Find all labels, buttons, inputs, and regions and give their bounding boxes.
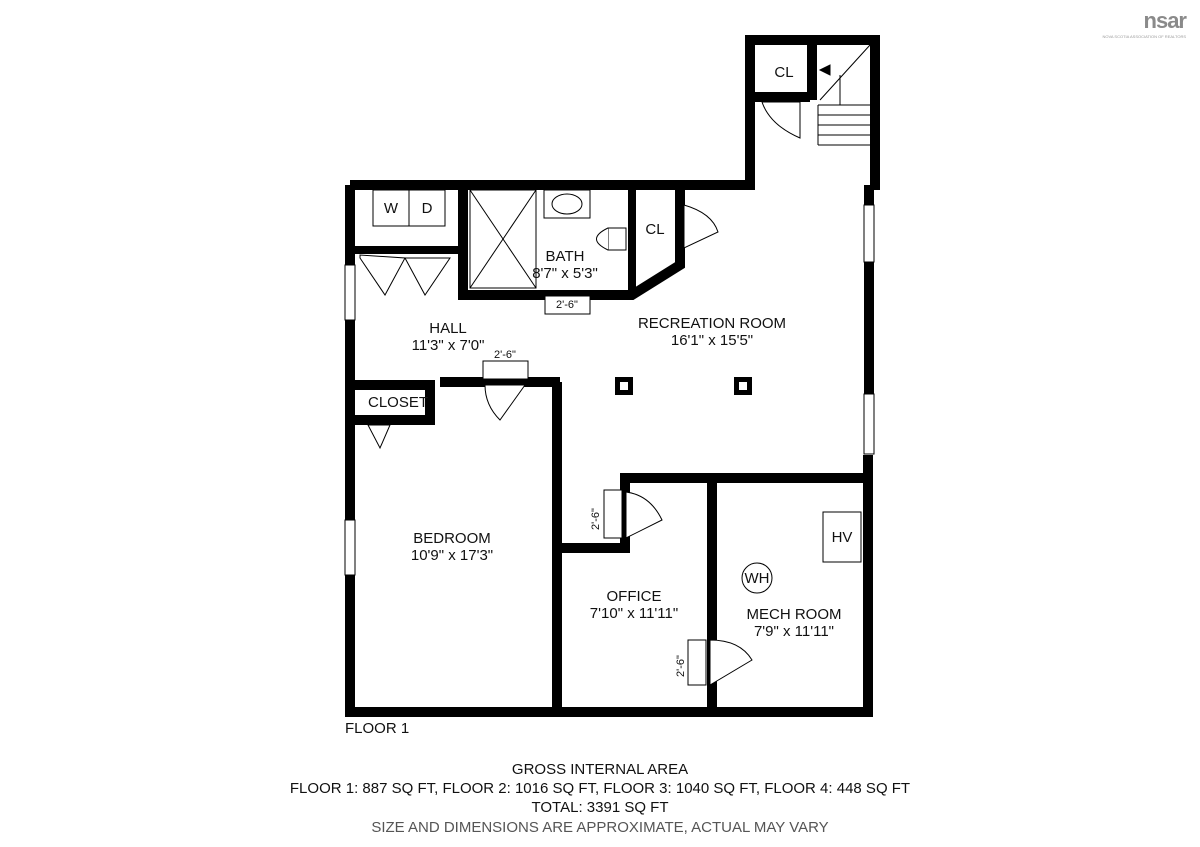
mech-label: MECH ROOM 7'9" x 11'11" — [747, 606, 842, 640]
recreation-label: RECREATION ROOM 16'1" x 15'5" — [638, 315, 786, 349]
footer-total: TOTAL: 3391 SQ FT — [531, 799, 669, 816]
office-dims: 7'10" x 11'11" — [589, 605, 679, 622]
heat-unit-label: HV — [831, 529, 853, 546]
floor-label: FLOOR 1 — [345, 720, 410, 737]
logo-subtext: NOVA SCOTIA ASSOCIATION OF REALTORS — [1102, 34, 1187, 39]
brand-logo: nsar NOVA SCOTIA ASSOCIATION OF REALTORS — [1103, 8, 1187, 39]
heat-unit-icon — [822, 511, 862, 563]
door-swing — [761, 101, 801, 139]
recreation-name: RECREATION ROOM — [637, 315, 787, 332]
hall-dims: 11'3" x 7'0" — [411, 337, 485, 354]
top-closet-label: CL — [774, 64, 794, 81]
bath-door-width-box — [544, 295, 591, 315]
hall-label: HALL 11'3" x 7'0" — [412, 320, 485, 354]
dryer-label: D — [421, 200, 433, 217]
window — [863, 204, 875, 263]
bath-label: BATH 8'7" x 5'3" — [532, 248, 598, 282]
washer-icon — [372, 189, 410, 227]
door-swing — [683, 204, 719, 249]
washer-label: W — [383, 200, 399, 217]
office-label: OFFICE 7'10" x 11'11" — [590, 588, 678, 622]
wall-office-notch — [557, 473, 868, 553]
bath-dims: 8'7" x 5'3" — [532, 265, 598, 282]
water-heater-icon — [741, 562, 773, 594]
door-swing — [625, 491, 663, 539]
water-heater-label: WH — [744, 570, 770, 587]
hall-door-width-box — [482, 360, 529, 380]
office-name: OFFICE — [606, 588, 662, 605]
mech-door-width: 2'-6" — [675, 655, 687, 677]
footer-disclaimer: SIZE AND DIMENSIONS ARE APPROXIMATE, ACT… — [371, 819, 829, 836]
rec-closet-label: CL — [645, 221, 665, 238]
stairs-icon — [817, 44, 871, 146]
footer-floors: FLOOR 1: 887 SQ FT, FLOOR 2: 1016 SQ FT,… — [289, 780, 911, 797]
door-swing — [709, 639, 753, 686]
bedroom-dims: 10'9" x 17'3" — [410, 547, 494, 564]
dryer-icon — [408, 189, 446, 227]
window — [344, 264, 356, 321]
bedroom-closet-label: CLOSET — [367, 394, 429, 411]
wall-bath — [458, 185, 685, 300]
mech-name: MECH ROOM — [746, 606, 842, 623]
bedroom-name: BEDROOM — [413, 530, 491, 547]
bath-name: BATH — [545, 248, 585, 265]
exterior-wall — [345, 35, 880, 717]
recreation-dims: 16'1" x 15'5" — [670, 332, 754, 349]
window — [344, 519, 356, 576]
logo-text: nsar — [1143, 8, 1187, 33]
door-swing — [359, 254, 406, 296]
footer-title: GROSS INTERNAL AREA — [511, 761, 689, 778]
wall-closet — [350, 380, 435, 425]
toilet-icon — [607, 227, 627, 251]
office-door-width: 2'-6" — [590, 508, 602, 530]
bath-door-width: 2'-6" — [556, 299, 578, 311]
mech-dims: 7'9" x 11'11" — [753, 623, 835, 640]
door-swing — [404, 257, 451, 296]
bedroom-label: BEDROOM 10'9" x 17'3" — [411, 530, 493, 564]
office-door-width-box — [603, 489, 623, 539]
column-icon — [615, 377, 752, 395]
mech-door-width-box — [687, 639, 707, 686]
door-swing — [367, 424, 391, 450]
hall-name: HALL — [429, 320, 467, 337]
window — [863, 393, 875, 455]
door-swing — [484, 384, 526, 421]
hall-door-width: 2'-6" — [494, 349, 516, 361]
